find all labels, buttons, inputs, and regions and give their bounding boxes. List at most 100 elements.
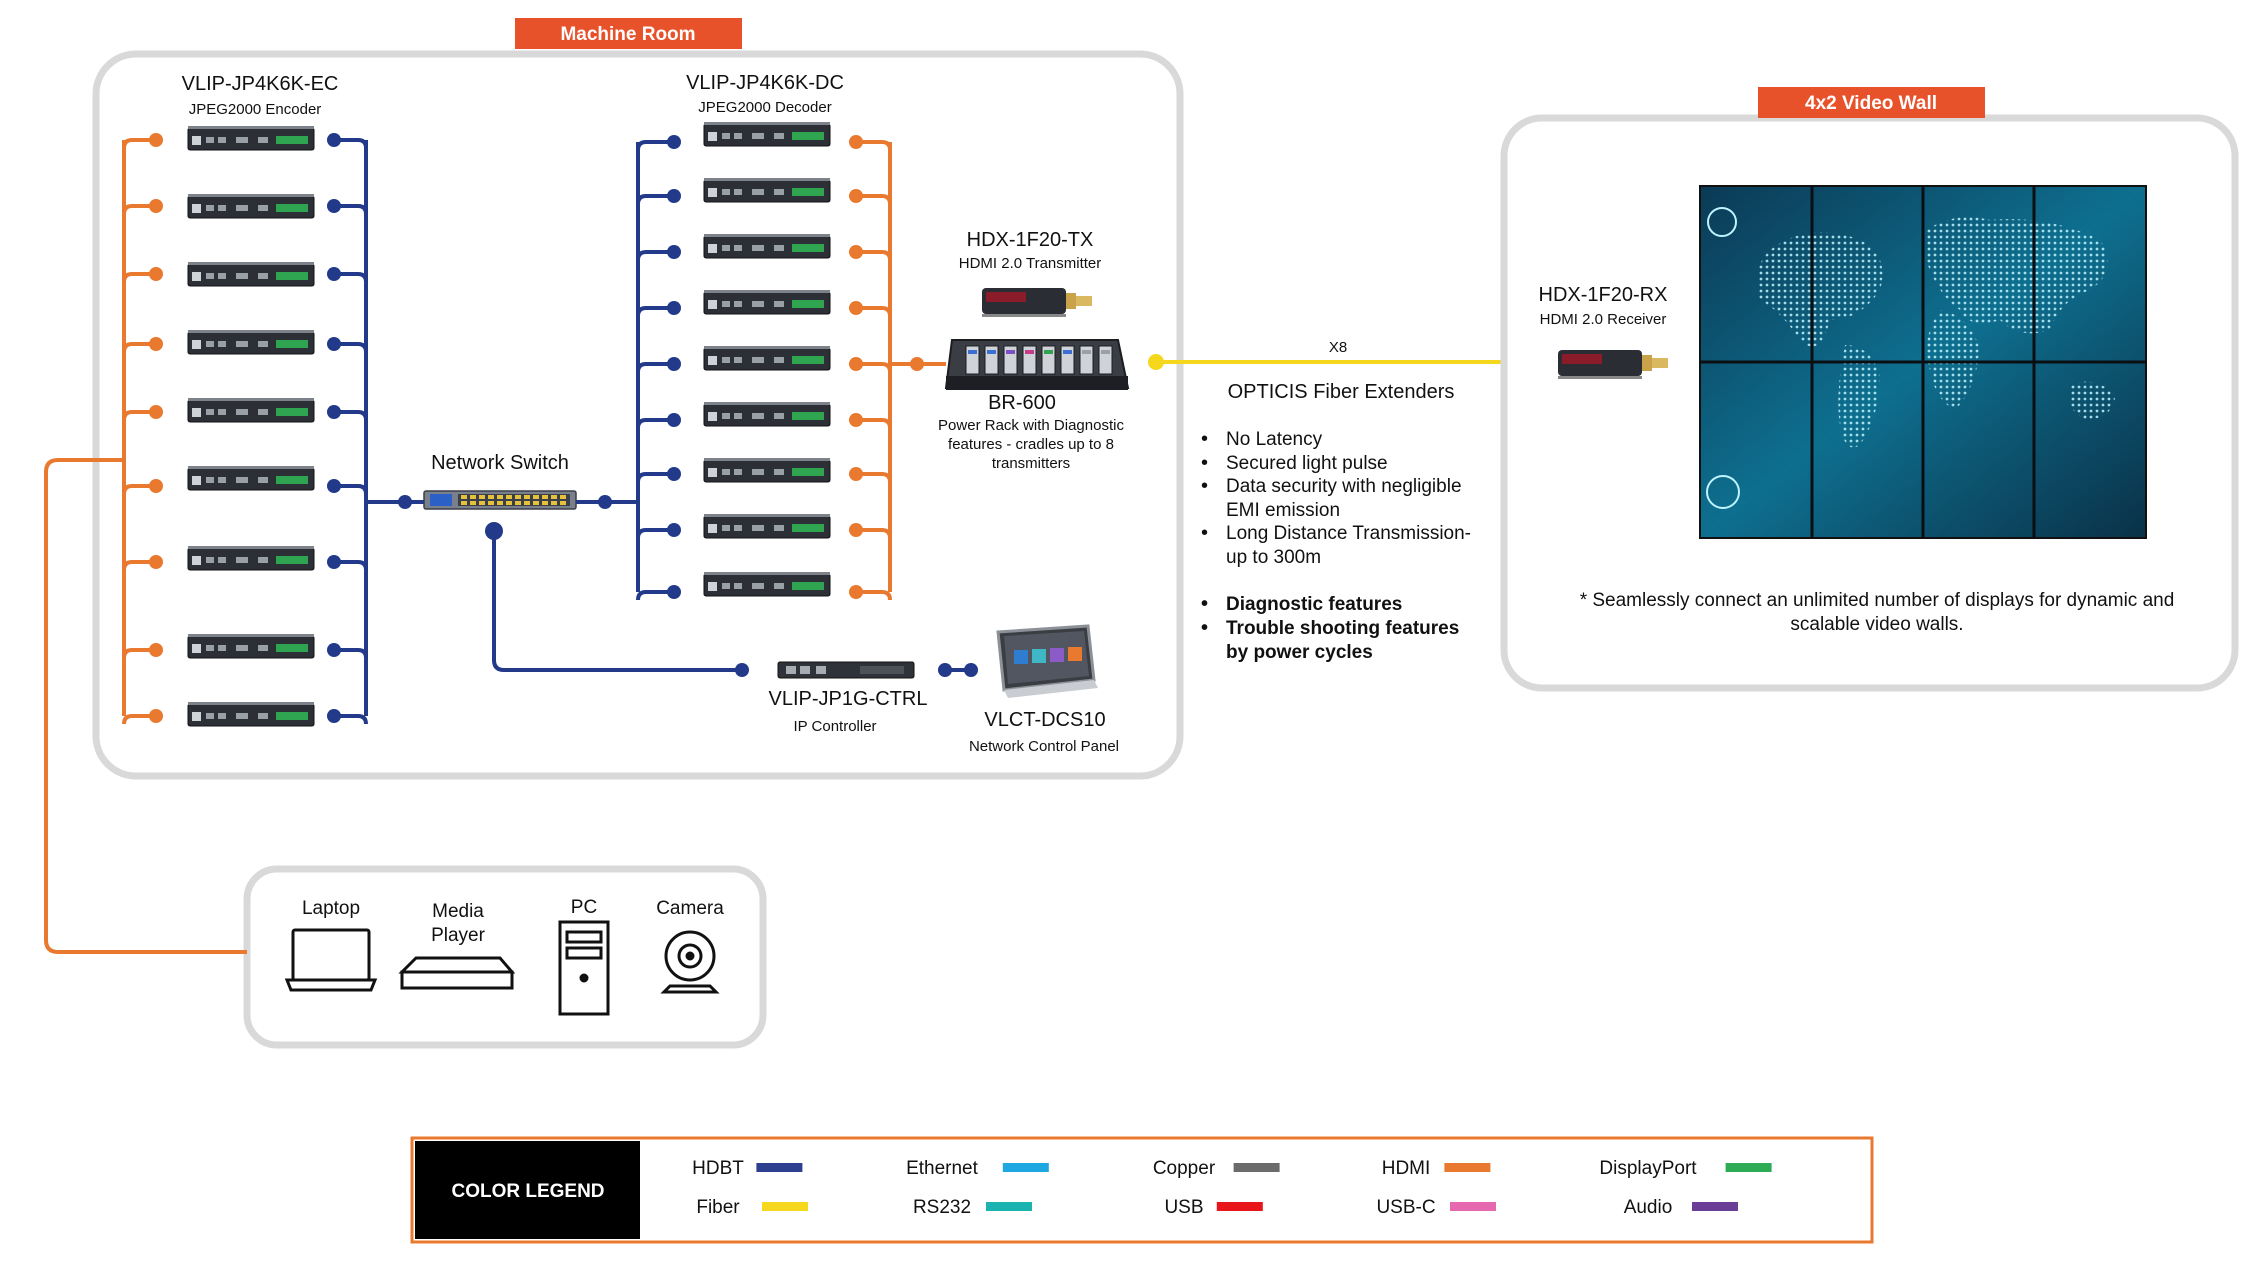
encoder-hdmi-node <box>149 337 163 351</box>
fiber-feature-4b: up to 300m <box>1226 547 1321 568</box>
legend-title-block <box>415 1141 640 1239</box>
controller-model: VLIP-JP1G-CTRL <box>769 688 928 710</box>
encoder-device <box>187 398 315 423</box>
decoder-device <box>703 346 831 371</box>
encoder-network-node <box>327 199 341 213</box>
decoder-network-link <box>636 590 674 601</box>
legend-item-label: Fiber <box>696 1197 740 1218</box>
switch-right-node <box>598 495 612 509</box>
decoder-hdmi-link <box>856 472 892 483</box>
fiber-bold-feature-1: Diagnostic features <box>1226 594 1402 615</box>
bullet-dot: • <box>1201 522 1208 544</box>
legend-swatch <box>986 1202 1032 1211</box>
encoder-hdmi-node <box>149 643 163 657</box>
decoder-network-link <box>636 362 674 373</box>
encoder-device <box>187 466 315 491</box>
pc-icon <box>558 920 610 1016</box>
rack-desc-line-2: features - cradles up to 8 <box>948 436 1114 453</box>
encoder-hdmi-link <box>122 714 156 725</box>
source-pc-label: PC <box>571 897 597 918</box>
decoder-network-node <box>667 413 681 427</box>
fiber-feature-2: Secured light pulse <box>1226 453 1388 474</box>
legend-swatch <box>1692 1202 1738 1211</box>
decoder-device <box>703 458 831 483</box>
legend-item-label: USB-C <box>1376 1197 1435 1218</box>
decoder-hdmi-node <box>849 585 863 599</box>
decoder-hdmi-node <box>849 523 863 537</box>
decoder-hdmi-link <box>856 306 892 317</box>
encoder-hdmi-node <box>149 405 163 419</box>
bullet-dot: • <box>1201 452 1208 474</box>
decoder-network-node <box>667 245 681 259</box>
encoder-model: VLIP-JP4K6K-EC <box>182 73 339 95</box>
source-media-player-label-1: Media <box>432 901 484 922</box>
rack-model: BR-600 <box>988 392 1056 414</box>
encoder-device <box>187 262 315 287</box>
panel-desc: Network Control Panel <box>969 738 1119 755</box>
decoder-network-link <box>636 194 674 205</box>
decoder-hdmi-link <box>856 362 892 373</box>
legend-item-label: USB <box>1164 1197 1203 1218</box>
network-switch <box>423 490 577 510</box>
decoder-device <box>703 234 831 259</box>
decoder-network-link <box>636 306 674 317</box>
encoder-device <box>187 194 315 219</box>
encoder-hdmi-link <box>122 560 156 571</box>
encoder-network-node <box>327 479 341 493</box>
legend-swatch <box>756 1163 803 1172</box>
wall-note-line-2: scalable video walls. <box>1790 614 1963 635</box>
decoder-hdmi-node <box>849 357 863 371</box>
controller-desc: IP Controller <box>793 718 876 735</box>
laptop-icon <box>284 928 378 992</box>
fiber-tx-node <box>1148 354 1164 370</box>
encoder-hdmi-node <box>149 555 163 569</box>
legend-swatch <box>1002 1163 1049 1172</box>
decoder-network-link <box>636 250 674 261</box>
decoder-network-link <box>636 418 674 429</box>
encoder-network-link <box>334 272 368 283</box>
media-player-icon <box>398 956 516 990</box>
legend-swatch <box>1233 1163 1280 1172</box>
fiber-bold-feature-2: Trouble shooting features <box>1226 618 1459 639</box>
encoder-network-link <box>334 714 368 725</box>
rack-desc-line-3: transmitters <box>992 455 1070 472</box>
switch-left-node <box>398 495 412 509</box>
decoder-desc: JPEG2000 Decoder <box>698 99 831 116</box>
fiber-features: • No Latency • Secured light pulse • Dat… <box>1201 428 1471 663</box>
legend-swatch <box>1450 1202 1496 1211</box>
sources-hdmi-line <box>44 458 247 954</box>
bullet-dot: • <box>1201 475 1208 497</box>
legend-item-label: Ethernet <box>906 1158 979 1179</box>
decoder-hdmi-node <box>849 301 863 315</box>
encoder-hdmi-link <box>122 272 156 283</box>
encoder-hdmi-node <box>149 267 163 281</box>
legend-swatch <box>1725 1163 1772 1172</box>
panel-link-node-2 <box>964 663 978 677</box>
fiber-count: X8 <box>1329 339 1347 356</box>
encoder-network-link <box>334 138 368 149</box>
decoder-network-link <box>636 528 674 539</box>
legend-swatch <box>1444 1163 1491 1172</box>
legend-item-label: RS232 <box>913 1197 971 1218</box>
encoder-hdmi-node <box>149 199 163 213</box>
legend-title: COLOR LEGEND <box>451 1181 604 1202</box>
fiber-title: OPTICIS Fiber Extenders <box>1228 381 1455 403</box>
encoder-device <box>187 702 315 727</box>
fiber-feature-4: Long Distance Transmission- <box>1226 523 1471 544</box>
legend-item-label: HDMI <box>1382 1158 1431 1179</box>
video-wall-tag-text: 4x2 Video Wall <box>1805 93 1937 114</box>
bullet-dot: • <box>1201 617 1208 639</box>
encoder-hdmi-link <box>122 410 156 421</box>
encoder-network-node <box>327 555 341 569</box>
decoder-hdmi-link <box>856 250 892 261</box>
encoder-network-node <box>327 267 341 281</box>
decoder-network-link <box>636 140 674 151</box>
encoder-network-link <box>334 648 368 659</box>
encoder-network-node <box>327 709 341 723</box>
sources-box <box>243 865 767 1049</box>
decoder-hdmi-link <box>856 194 892 205</box>
source-media-player-label-2: Player <box>431 925 486 946</box>
world-map-image <box>1756 217 2115 448</box>
decoder-network-node <box>667 189 681 203</box>
